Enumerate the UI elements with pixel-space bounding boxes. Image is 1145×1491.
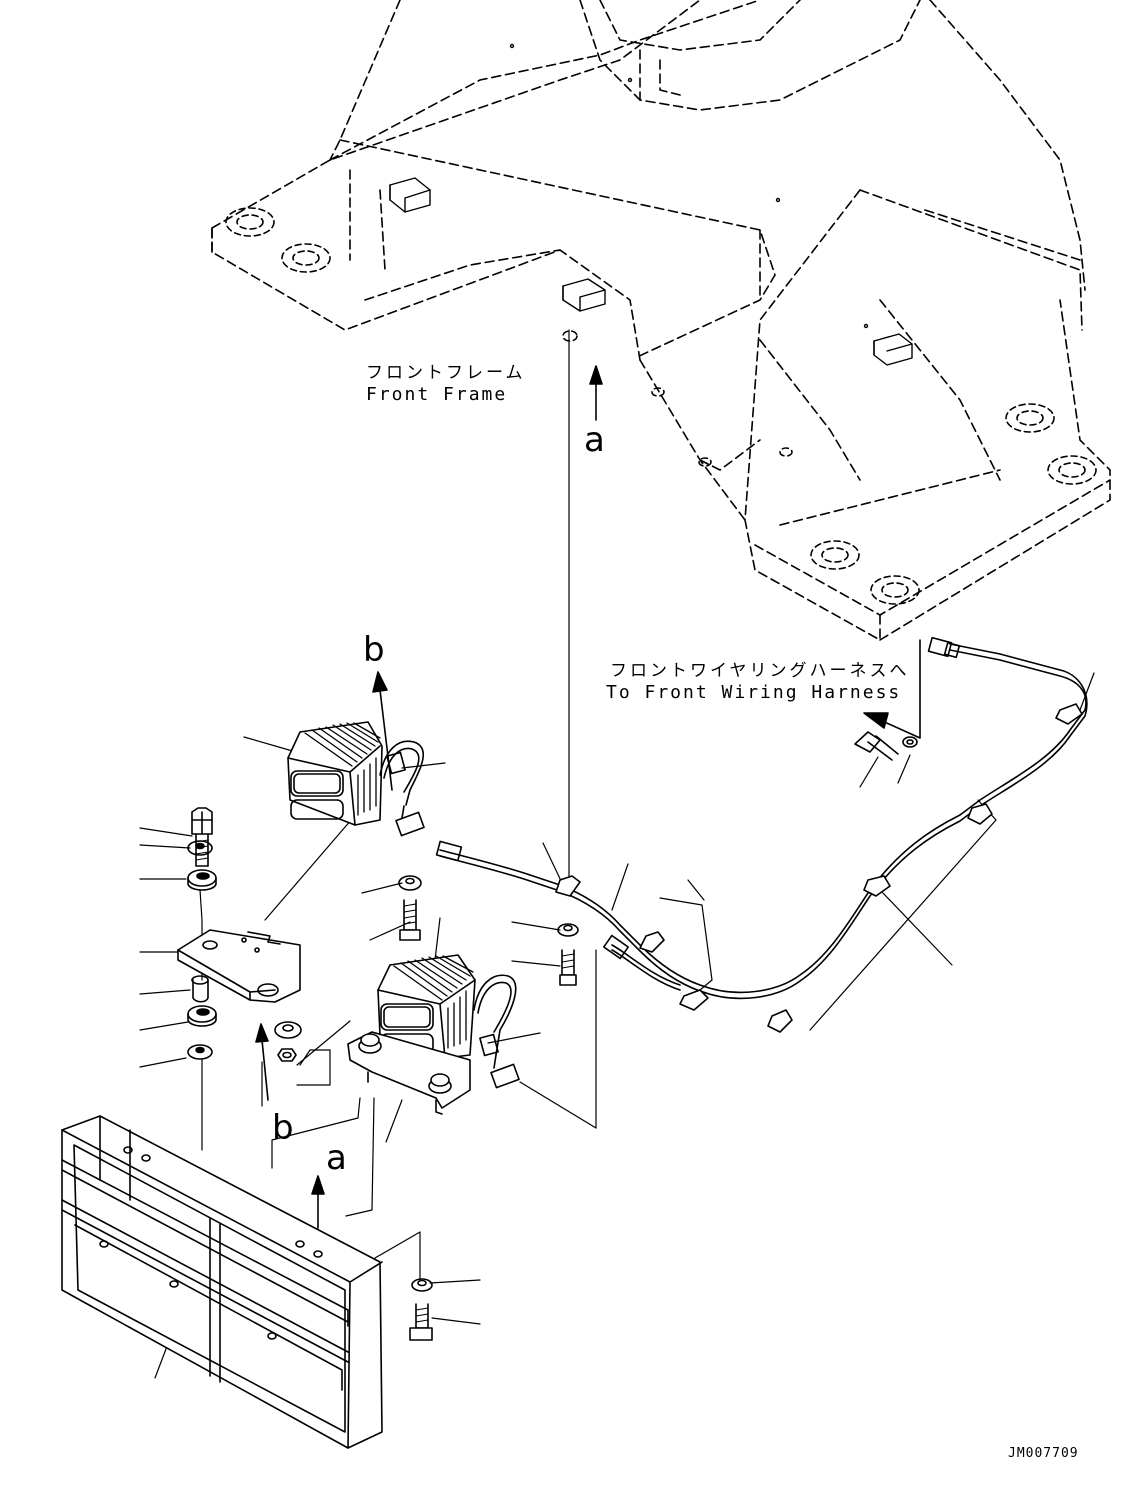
arrow-b-upper [372, 671, 393, 791]
arrow-a-lower [311, 1175, 325, 1229]
front-frame [211, 0, 1111, 641]
hardware-nut-washer [274, 1021, 302, 1062]
hardware-washers-left [187, 840, 217, 1060]
ref-a-frame: a [584, 420, 605, 460]
wiring-harness [435, 636, 1088, 1033]
arrow-a-frame [589, 365, 603, 421]
harness-label-jp: フロントワイヤリングハーネスへ [610, 661, 910, 681]
lamp-guard [61, 1115, 383, 1449]
hardware-bolt-left [191, 807, 213, 867]
front-frame-label-en: Front Frame [366, 384, 508, 405]
bracket-plate [177, 929, 301, 1003]
frame-brackets [389, 43, 913, 366]
ref-b-upper: b [363, 630, 385, 670]
arrow-b-lower [255, 1023, 269, 1101]
frame-holes [225, 207, 1097, 605]
ref-a-lower: a [326, 1138, 347, 1178]
front-frame-label-jp: フロントフレーム [366, 363, 526, 383]
ref-b-lower: b [272, 1108, 294, 1148]
hardware-center [398, 875, 579, 986]
arrow-harness [863, 639, 921, 739]
drawing-code: JM007709 [1008, 1446, 1079, 1461]
work-lamp-lower [347, 954, 520, 1115]
work-lamp-upper [287, 721, 425, 837]
harness-label-en: To Front Wiring Harness [606, 682, 902, 703]
guard-hardware [409, 1278, 433, 1341]
